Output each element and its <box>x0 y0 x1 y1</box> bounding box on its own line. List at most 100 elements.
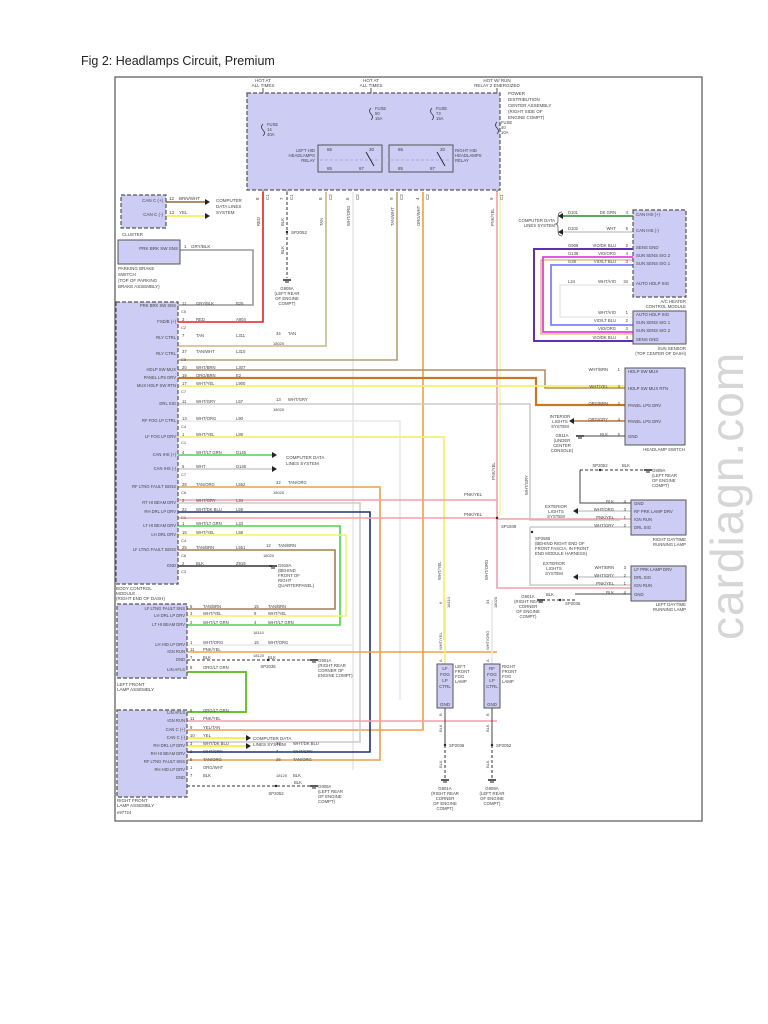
pin-number: 11 <box>190 716 195 721</box>
inline-connector-label: 18120 <box>276 773 288 778</box>
interior-lights-label: LIGHTS <box>552 419 568 424</box>
bcm-pin-label: PRK BRK SW SNS <box>140 303 176 308</box>
bcm-pin-label: FSD/B (+) <box>157 319 176 324</box>
modules-layer <box>115 92 687 798</box>
wire-lt-hi-beam <box>178 525 341 626</box>
relay-name: RIGHT HID <box>455 148 477 153</box>
rf-lamp-name: LAMP ASSEMBLY <box>117 803 154 808</box>
bcm-pin-label: RF LTNG FAULT SENS <box>132 484 176 489</box>
arrow-right-icon <box>205 213 210 219</box>
pdc-output-conn: C2 <box>328 194 333 200</box>
ac-pin-label: SUN SENS SIG 1 <box>636 261 671 266</box>
ldrl-ext-label: EXTERIOR <box>543 561 565 566</box>
pin-number: 2 <box>626 243 629 248</box>
splice-label: SP2036 <box>260 664 276 669</box>
rf-pin-label: RH HI BEAM DRV <box>151 751 186 756</box>
wire-rt-hi-beam <box>178 502 361 743</box>
bcm-pin-label: MUX HDLP SW RTN <box>137 383 176 388</box>
splice-label: SP2052 <box>496 743 512 748</box>
ldrl-ground-label: (RIGHT REAR <box>514 599 542 604</box>
splice-dot <box>285 230 289 234</box>
wire-auto-hdlp <box>559 284 633 318</box>
wire-label: WHT/ORG <box>485 631 490 650</box>
wire-label: WHT <box>196 464 206 469</box>
pin-number: 2 <box>190 749 193 754</box>
circuit-label: B25 <box>236 301 244 306</box>
inline-connector-label: 18110 <box>253 630 265 635</box>
pin-number: 4 <box>624 590 627 595</box>
inline-connector-label: 18110 <box>446 596 451 608</box>
pin-number: 4 <box>182 450 185 455</box>
circuit-label: L89 <box>236 432 244 437</box>
wire-label: WHT/DK BLU <box>196 507 222 512</box>
pdc-output-pin: 9 <box>489 197 494 200</box>
fog-lamp-name: FOG <box>502 674 512 679</box>
ac-can-dest: COMPUTER DATA <box>518 218 555 223</box>
wire-label: PNK/YEL <box>491 462 496 480</box>
wire-label: ORG/LT GRN <box>203 665 229 670</box>
wire-label: WHT/ORG <box>203 640 223 645</box>
wire-rh-drl <box>178 511 371 753</box>
hs-ground-label: (UNDER <box>554 438 571 443</box>
splice-dot <box>490 743 494 747</box>
wire-label: YEL/TAN <box>203 725 220 730</box>
cluster-box <box>120 194 167 229</box>
wire-label: TAN/BRN <box>278 543 296 548</box>
wire-label: WHT/YEL <box>203 611 222 616</box>
inline-pin: 4 <box>254 620 257 625</box>
wire-label: WHT/YEL <box>268 611 287 616</box>
bcm-ground-label: RIGHT <box>278 578 292 583</box>
pin-number: 22 <box>182 507 187 512</box>
rf-pin-label: RF LTNG FAULT SNS <box>144 759 185 764</box>
wire-label: BLK <box>600 432 608 437</box>
splice-label: SP2052 <box>592 463 608 468</box>
wire-label: WHT/BRN <box>594 565 614 570</box>
arrow-right-icon <box>246 743 251 749</box>
pin-number: 8 <box>190 665 193 670</box>
fuse-icon <box>369 107 373 121</box>
ldrl-ground-label: OF ENGINE <box>516 609 540 614</box>
pin-number: B <box>438 713 443 716</box>
wire-label: PNK/YEL <box>596 515 614 520</box>
wire-label: WHT/ORG <box>268 640 288 645</box>
wire-label: PNK/YEL <box>203 647 221 652</box>
lf-lamp-name: LEFT FRONT <box>117 682 145 687</box>
pin-number: 13 <box>169 210 175 215</box>
fog-ground-label: COMPT) <box>437 806 455 811</box>
bcm-pin-label: LF FOG LP DRV <box>145 434 176 439</box>
lf-ground-label: (RIGHT REAR <box>318 663 346 668</box>
pin-number: 37 <box>182 349 187 354</box>
wire-tan-org <box>178 486 381 761</box>
circuit-label: A904 <box>236 317 246 322</box>
hs-pin-label: HDLP SW MUX RTN <box>628 386 668 391</box>
wire-label: BLK <box>485 724 490 732</box>
left-drl-box <box>630 565 687 602</box>
splice-dot <box>598 468 602 472</box>
splice-label: SP2036 <box>565 601 581 606</box>
pin-label: PRK BRK SW SNS <box>139 246 178 251</box>
pin-number: 2 <box>624 573 627 578</box>
pin-number: 7 <box>190 655 193 660</box>
rdrl-ground-label: OF ENGINE <box>652 478 676 483</box>
splice-dot <box>443 743 447 747</box>
circuit-label: D146 <box>236 464 247 469</box>
fog-lamp-name: FRONT <box>455 669 470 674</box>
bcm-can-dest: COMPUTER DATA <box>286 455 324 460</box>
pin-number: 4 <box>626 335 629 340</box>
rdrl-ext-label: LIGHTS <box>548 509 564 514</box>
ac-pin-label: SUN SENS SIG 2 <box>636 253 671 258</box>
wire-ldrl-ign <box>496 516 631 589</box>
bcm-name: (RIGHT END OF DASH) <box>116 596 165 601</box>
arrow-right-icon <box>246 735 251 741</box>
pin-number: 1 <box>618 367 621 372</box>
sun-sensor-name: SUN SENSOR <box>658 346 686 351</box>
wire-label: WHT/DK BLU <box>293 741 319 746</box>
right-drl-name: RIGHT DAYTIME <box>653 537 686 542</box>
pin-number: 1 <box>182 521 185 526</box>
connector-label: C7 <box>181 389 187 394</box>
rf-pin-label: GND <box>176 775 185 780</box>
pdc-output-wire: RED <box>256 217 261 226</box>
bcm-pin-label: GND <box>167 563 176 568</box>
wire-label: WHT <box>606 226 616 231</box>
wire-label: BLK <box>622 463 630 468</box>
